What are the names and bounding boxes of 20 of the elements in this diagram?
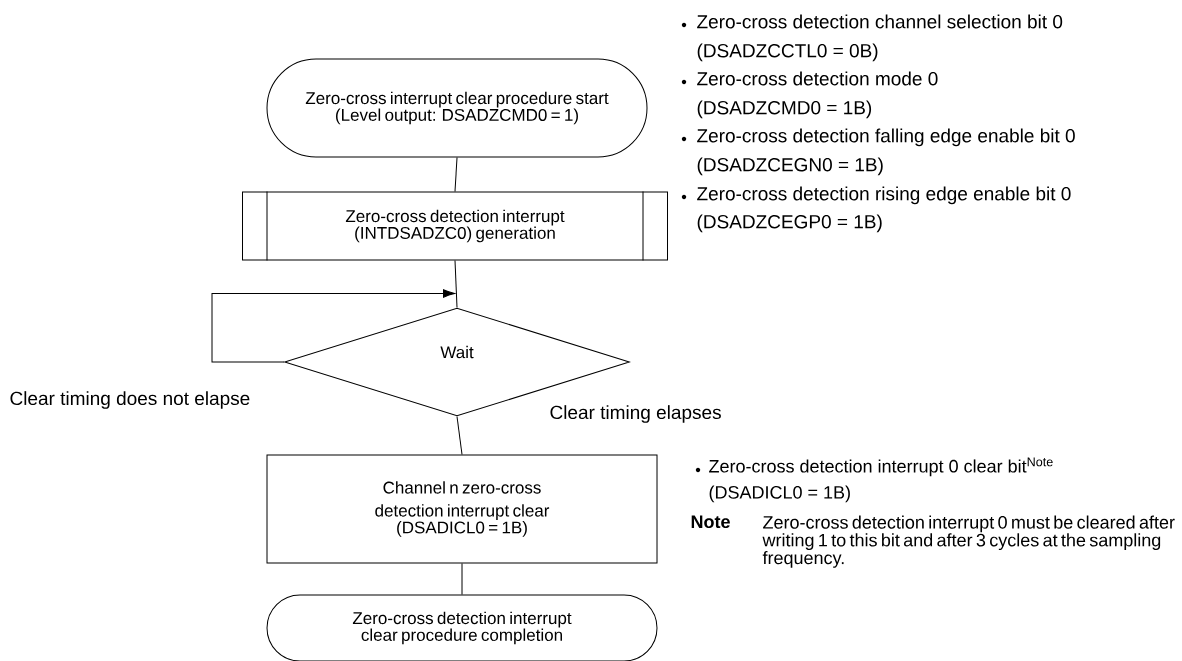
- connector-line: [456, 416, 463, 455]
- bullet-item: Zero-cross detection falling edge enable bit 0: [697, 128, 1075, 147]
- bullet-item: Zero-cross detection rising edge enable bit 0: [697, 186, 1071, 205]
- note-label: Note: [691, 515, 730, 529]
- note-text: Zero-cross detection interrupt 0 must be cleared after writing 1 to this bit and after 3 cycles at the sampling frequency.: [762, 515, 1175, 568]
- edge-label: Clear timing does not elapse: [10, 391, 250, 409]
- subroutine-box: Zero-cross detection interrupt (INTDSADZC0) generation: [242, 191, 668, 261]
- register-setting: (DSADICL0 = 1B): [709, 485, 850, 503]
- connector-line: [454, 260, 458, 308]
- bullet-item: Zero-cross detection channel selection bit 0: [697, 14, 1063, 29]
- register-setting: (DSADZCEGN0 = 1B): [697, 157, 883, 176]
- connector-line: [461, 563, 463, 595]
- register-setting: (DSADZCCTL0 = 0B): [697, 43, 878, 62]
- register-setting: (DSADZCMD0 = 1B): [697, 100, 872, 119]
- register-setting: (DSADZCEGP0 = 1B): [697, 214, 882, 233]
- connector-line: [454, 157, 458, 192]
- process-box: Channel n zero-cross detection interrupt clear (DSADICL0 = 1B): [266, 454, 658, 564]
- bullet-item: Zero-cross detection mode 0: [697, 71, 938, 86]
- arrow: [211, 289, 456, 363]
- bullet-item: Zero-cross detection interrupt 0 clear bit$^{Note}$: [709, 457, 1053, 477]
